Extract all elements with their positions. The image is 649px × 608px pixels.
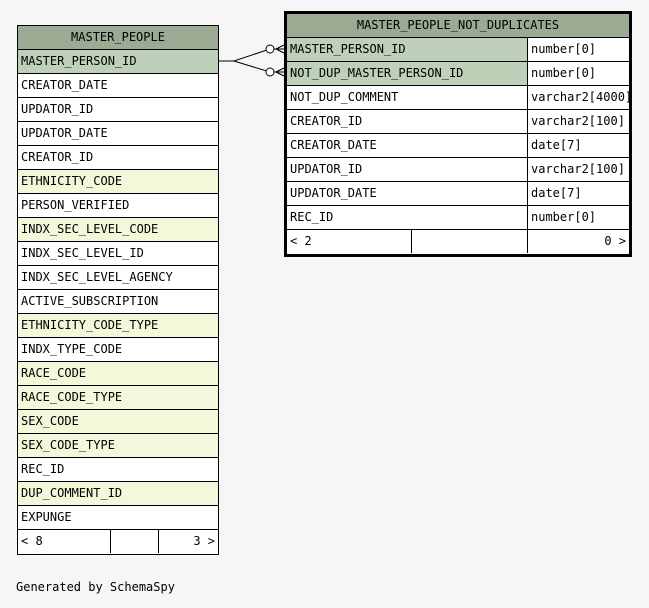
column-name[interactable]: UPDATOR_ID [21, 102, 94, 116]
table-row[interactable]: INDX_SEC_LEVEL_AGENCY [18, 266, 218, 290]
column-name[interactable]: MASTER_PERSON_ID [287, 38, 527, 61]
table-row[interactable]: NOT_DUP_COMMENT varchar2[4000] [287, 86, 629, 110]
zero-or-many-marker [265, 67, 275, 77]
table-row[interactable]: CREATOR_ID [18, 146, 218, 170]
column-name[interactable]: RACE_CODE [18, 362, 218, 385]
column-name[interactable]: UPDATOR_ID [290, 162, 363, 176]
children-count[interactable]: 3 > [158, 530, 218, 553]
table-nav-row: < 8 3 > [18, 530, 218, 554]
column-name[interactable]: PERSON_VERIFIED [21, 198, 130, 212]
crows-foot-marker [275, 67, 285, 77]
table-row[interactable]: REC_ID [18, 458, 218, 482]
table-row[interactable]: REC_ID number[0] [287, 206, 629, 230]
column-name[interactable]: DUP_COMMENT_ID [18, 482, 218, 505]
column-name[interactable]: UPDATOR_DATE [290, 186, 377, 200]
crows-foot-marker [275, 44, 285, 54]
column-type: number[0] [527, 62, 629, 85]
table-row[interactable]: MASTER_PERSON_ID [18, 50, 218, 74]
parents-count[interactable]: < 8 [21, 534, 43, 548]
table-nav-row: < 2 0 > [287, 230, 629, 254]
table-row[interactable]: CREATOR_ID varchar2[100] [287, 110, 629, 134]
column-name[interactable]: ACTIVE_SUBSCRIPTION [21, 294, 159, 308]
column-type: date[7] [527, 182, 629, 205]
table-row[interactable]: SEX_CODE [18, 410, 218, 434]
column-name[interactable]: INDX_SEC_LEVEL_ID [21, 246, 144, 260]
table-row[interactable]: UPDATOR_DATE [18, 122, 218, 146]
table-row[interactable]: INDX_SEC_LEVEL_CODE [18, 218, 218, 242]
children-count[interactable]: 0 > [527, 230, 629, 253]
column-name[interactable]: ETHNICITY_CODE_TYPE [18, 314, 218, 337]
generated-by-label: Generated by SchemaSpy [16, 580, 175, 594]
table-row[interactable]: SEX_CODE_TYPE [18, 434, 218, 458]
nav-spacer [411, 230, 527, 253]
table-row[interactable]: EXPUNGE [18, 506, 218, 530]
column-type: date[7] [527, 134, 629, 157]
table-row[interactable]: INDX_TYPE_CODE [18, 338, 218, 362]
table-row[interactable]: UPDATOR_ID varchar2[100] [287, 158, 629, 182]
column-type: varchar2[4000] [527, 86, 629, 109]
relationship-line-not-dup-master-person-id [219, 60, 283, 73]
column-name[interactable]: INDX_SEC_LEVEL_AGENCY [21, 270, 173, 284]
table-master-people[interactable]: MASTER_PEOPLE MASTER_PERSON_ID CREATOR_DA… [17, 25, 219, 555]
column-name[interactable]: UPDATOR_DATE [21, 126, 108, 140]
table-row[interactable]: ETHNICITY_CODE [18, 170, 218, 194]
table-row[interactable]: CREATOR_DATE date[7] [287, 134, 629, 158]
column-name[interactable]: ETHNICITY_CODE [18, 170, 218, 193]
table-title[interactable]: MASTER_PEOPLE [18, 26, 218, 50]
table-title[interactable]: MASTER_PEOPLE_NOT_DUPLICATES [287, 14, 629, 38]
column-type: number[0] [527, 206, 629, 229]
column-name[interactable]: CREATOR_DATE [290, 138, 377, 152]
column-name[interactable]: REC_ID [21, 462, 65, 476]
table-row[interactable]: ACTIVE_SUBSCRIPTION [18, 290, 218, 314]
zero-or-many-marker [265, 44, 275, 54]
column-type: varchar2[100] [527, 158, 629, 181]
parents-count[interactable]: < 2 [290, 234, 312, 248]
column-name[interactable]: CREATOR_ID [21, 150, 94, 164]
table-row[interactable]: RACE_CODE [18, 362, 218, 386]
column-name[interactable]: CREATOR_DATE [21, 78, 108, 92]
table-row[interactable]: UPDATOR_DATE date[7] [287, 182, 629, 206]
table-row[interactable]: UPDATOR_ID [18, 98, 218, 122]
relationship-line-master-person-id [219, 48, 283, 62]
column-name[interactable]: INDX_TYPE_CODE [21, 342, 123, 356]
column-name[interactable]: SEX_CODE_TYPE [18, 434, 218, 457]
column-name[interactable]: EXPUNGE [21, 510, 72, 524]
column-name[interactable]: MASTER_PERSON_ID [18, 50, 218, 73]
column-type: varchar2[100] [527, 110, 629, 133]
table-row[interactable]: ETHNICITY_CODE_TYPE [18, 314, 218, 338]
table-row[interactable]: DUP_COMMENT_ID [18, 482, 218, 506]
table-row[interactable]: PERSON_VERIFIED [18, 194, 218, 218]
column-name[interactable]: REC_ID [290, 210, 334, 224]
table-row[interactable]: CREATOR_DATE [18, 74, 218, 98]
nav-spacer [110, 530, 158, 553]
column-type: number[0] [527, 38, 629, 61]
table-row[interactable]: RACE_CODE_TYPE [18, 386, 218, 410]
column-name[interactable]: RACE_CODE_TYPE [18, 386, 218, 409]
table-row[interactable]: INDX_SEC_LEVEL_ID [18, 242, 218, 266]
column-name[interactable]: NOT_DUP_MASTER_PERSON_ID [287, 62, 527, 85]
column-name[interactable]: NOT_DUP_COMMENT [290, 90, 399, 104]
column-name[interactable]: INDX_SEC_LEVEL_CODE [18, 218, 218, 241]
column-name[interactable]: SEX_CODE [18, 410, 218, 433]
table-master-people-not-duplicates[interactable]: MASTER_PEOPLE_NOT_DUPLICATES MASTER_PERS… [284, 11, 632, 257]
column-name[interactable]: CREATOR_ID [290, 114, 363, 128]
